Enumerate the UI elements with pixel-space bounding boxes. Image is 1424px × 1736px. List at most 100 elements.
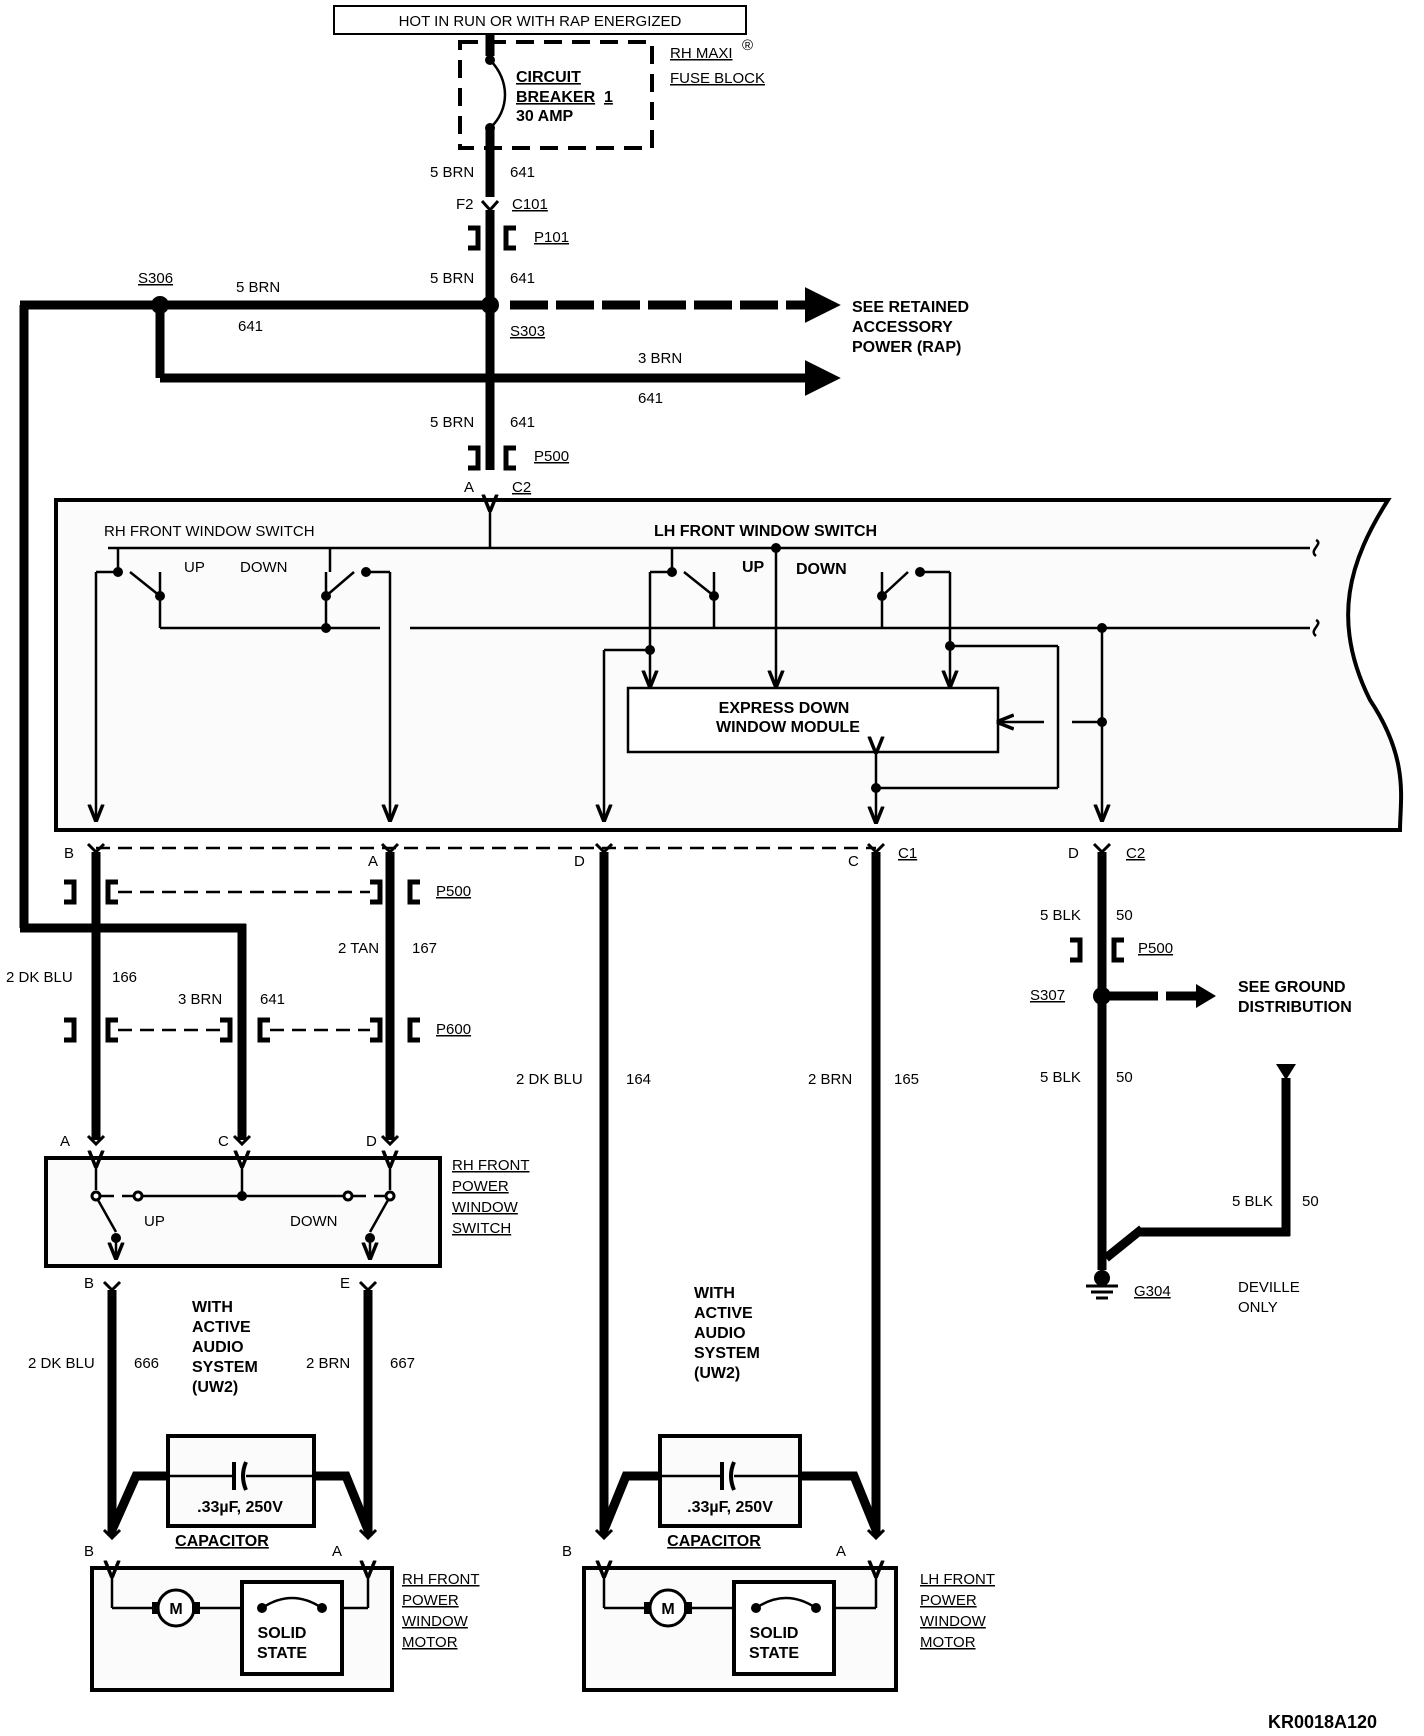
rh-up-label: UP <box>184 559 205 576</box>
lh-solid-state-1: SOLID <box>750 1625 799 1642</box>
rh-motor-pin-a: A <box>332 1543 342 1560</box>
gnd-note-1: SEE GROUND <box>1238 979 1346 996</box>
rh-solid-state-1: SOLID <box>258 1625 307 1642</box>
circuit-breaker-icon <box>489 59 507 129</box>
lh-capacitor-value: .33µF, 250V <box>687 1499 773 1516</box>
rh-solid-state-2: STATE <box>257 1645 307 1662</box>
wire-color-50c: 5 BLK <box>1232 1193 1273 1210</box>
conn-c2-right: C2 <box>1126 845 1145 862</box>
express-module-line2: WINDOW MODULE <box>716 719 860 736</box>
wire-circuit-641-s306: 641 <box>238 318 263 335</box>
wire-color-667: 2 BRN <box>306 1355 350 1372</box>
rh-motor-m: M <box>169 1601 182 1618</box>
deville-line2: ONLY <box>1238 1299 1278 1316</box>
wire-color-167: 2 TAN <box>338 940 379 957</box>
conn-c1-a: A <box>368 853 378 870</box>
rh-audio-line3: AUDIO <box>192 1339 244 1356</box>
conn-c2-top: C2 <box>512 479 531 496</box>
conn-p500-right: P500 <box>1138 940 1173 957</box>
wire-color-641a: 5 BRN <box>430 164 474 181</box>
wire-color-164: 2 DK BLU <box>516 1071 583 1088</box>
wire-circuit-641a: 641 <box>510 164 535 181</box>
wire-circuit-666: 666 <box>134 1355 159 1372</box>
conn-p101: P101 <box>534 229 569 246</box>
conn-p600: P600 <box>436 1021 471 1038</box>
rh-switch-pin-c: C <box>218 1133 229 1150</box>
conn-p500-top: P500 <box>534 448 569 465</box>
fuse-block-name-1: RH MAXI <box>670 45 733 62</box>
circuit-breaker-rating: 30 AMP <box>516 108 574 125</box>
rap-note-2: ACCESSORY <box>852 319 953 336</box>
fuse-block-name-2: FUSE BLOCK <box>670 70 765 87</box>
rap-note-1: SEE RETAINED <box>852 299 969 316</box>
rh-switch-pin-e: E <box>340 1275 350 1292</box>
conn-c2-top-pin: A <box>464 479 474 496</box>
rh-power-switch-name-4: SWITCH <box>452 1220 511 1237</box>
conn-c1-b: B <box>64 845 74 862</box>
conn-c1-d: D <box>574 853 585 870</box>
circuit-breaker-number: 1 <box>604 89 613 106</box>
lh-audio-line1: WITH <box>694 1285 735 1302</box>
lh-audio-line3: AUDIO <box>694 1325 746 1342</box>
rh-capacitor-value: .33µF, 250V <box>197 1499 283 1516</box>
conn-c2-right-pin: D <box>1068 845 1079 862</box>
rh-power-switch-name-1: RH FRONT <box>452 1157 530 1174</box>
rh-capacitor-box <box>166 1434 316 1528</box>
rh-power-switch-name-3: WINDOW <box>452 1199 519 1216</box>
rh-audio-line1: WITH <box>192 1299 233 1316</box>
rh-switch-pin-d: D <box>366 1133 377 1150</box>
rh-motor-pin-b: B <box>84 1543 94 1560</box>
door-module-box <box>54 498 1404 832</box>
express-down-module-box <box>626 686 1000 754</box>
lh-solid-state-2: STATE <box>749 1645 799 1662</box>
power-source-label: HOT IN RUN OR WITH RAP ENERGIZED <box>399 13 682 30</box>
rh-motor-name-1: RH FRONT <box>402 1571 480 1588</box>
wire-color-641-s306: 5 BRN <box>236 279 280 296</box>
splice-s303: S303 <box>510 323 545 340</box>
ground-g304: G304 <box>1134 1283 1171 1300</box>
wire-circuit-50b: 50 <box>1116 1069 1133 1086</box>
splice-s306: S306 <box>138 270 173 287</box>
rh-power-switch-up: UP <box>144 1213 165 1230</box>
lh-motor-name-1: LH FRONT <box>920 1571 995 1588</box>
rh-power-switch-name-2: POWER <box>452 1178 509 1195</box>
express-module-line1: EXPRESS DOWN <box>719 700 850 717</box>
fuse-block-box <box>458 40 654 150</box>
conn-c1-c: C <box>848 853 859 870</box>
rh-audio-line4: SYSTEM <box>192 1359 258 1376</box>
lh-motor-pin-b: B <box>562 1543 572 1560</box>
lh-motor-pin-a: A <box>836 1543 846 1560</box>
conn-c1: C1 <box>898 845 917 862</box>
conn-p500-left: P500 <box>436 883 471 900</box>
wire-color-641-rh: 3 BRN <box>178 991 222 1008</box>
wire-color-166: 2 DK BLU <box>6 969 73 986</box>
conn-f2: F2 <box>456 196 474 213</box>
lh-audio-line2: ACTIVE <box>694 1305 753 1322</box>
rh-audio-line5: (UW2) <box>192 1379 238 1396</box>
splice-s303-dot <box>481 296 499 314</box>
figure-id: KR0018A120 <box>1268 1712 1377 1732</box>
splice-s307: S307 <box>1030 987 1065 1004</box>
rh-switch-pin-a: A <box>60 1133 70 1150</box>
rh-motor-name-2: POWER <box>402 1592 459 1609</box>
lh-audio-line4: SYSTEM <box>694 1345 760 1362</box>
wire-circuit-165: 165 <box>894 1071 919 1088</box>
rh-down-label: DOWN <box>240 559 288 576</box>
fuse-block-reg: ® <box>742 37 753 54</box>
wire-color-641c: 5 BRN <box>430 414 474 431</box>
splice-s307-dot <box>1093 987 1111 1005</box>
wire-circuit-641-rh: 641 <box>260 991 285 1008</box>
wire-circuit-667: 667 <box>390 1355 415 1372</box>
lh-motor-name-4: MOTOR <box>920 1634 976 1651</box>
lh-capacitor-label: CAPACITOR <box>667 1533 761 1550</box>
circuit-breaker-line1: CIRCUIT <box>516 69 581 86</box>
lh-motor-name-3: WINDOW <box>920 1613 987 1630</box>
rh-audio-line2: ACTIVE <box>192 1319 251 1336</box>
wire-color-50a: 5 BLK <box>1040 907 1081 924</box>
wire-circuit-50c: 50 <box>1302 1193 1319 1210</box>
lh-window-switch-label: LH FRONT WINDOW SWITCH <box>654 523 877 540</box>
wire-circuit-641-rap3: 641 <box>638 390 663 407</box>
lh-up-label: UP <box>742 559 765 576</box>
rh-motor-name-4: MOTOR <box>402 1634 458 1651</box>
